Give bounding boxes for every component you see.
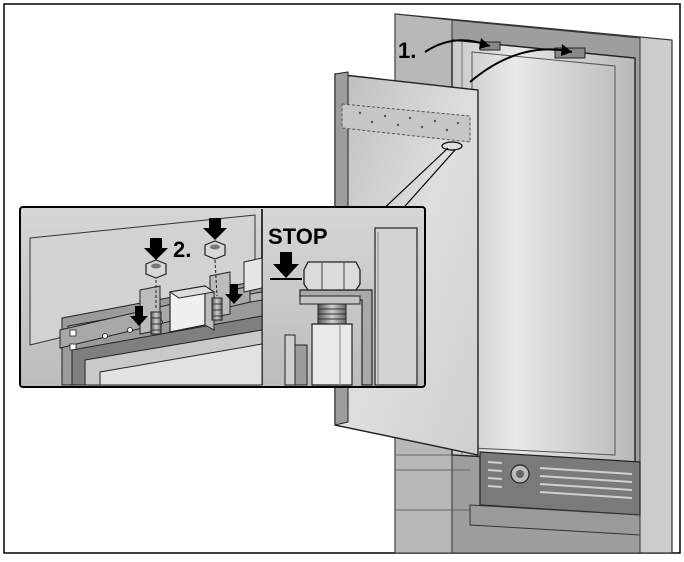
bolt-icon [211,297,223,321]
down-arrow-icon [225,284,243,304]
down-arrow-icon [130,306,148,326]
arrow-head-icon [479,38,490,49]
zoom-leader-lines [377,141,463,215]
kick-plate-grille [469,451,641,536]
mounting-strip [341,103,471,143]
stop-label: STOP [268,224,328,249]
step-1-label: 1. [398,38,416,63]
arrow-head-icon [561,44,572,56]
down-arrow-icon [203,218,227,240]
down-arrow-icon [144,238,168,260]
appliance-door [451,39,636,466]
bolt-icon [317,303,347,325]
hex-nut-icon [145,259,167,279]
bolt-icon [150,311,162,335]
stop-detail [270,227,418,386]
zoom-inset: 2. [19,206,426,388]
hex-nut-icon [204,240,226,260]
hex-nut-icon [303,261,361,291]
step-2-label: 2. [173,237,191,262]
down-arrow-icon [273,252,299,278]
bracket-detail [29,214,263,386]
